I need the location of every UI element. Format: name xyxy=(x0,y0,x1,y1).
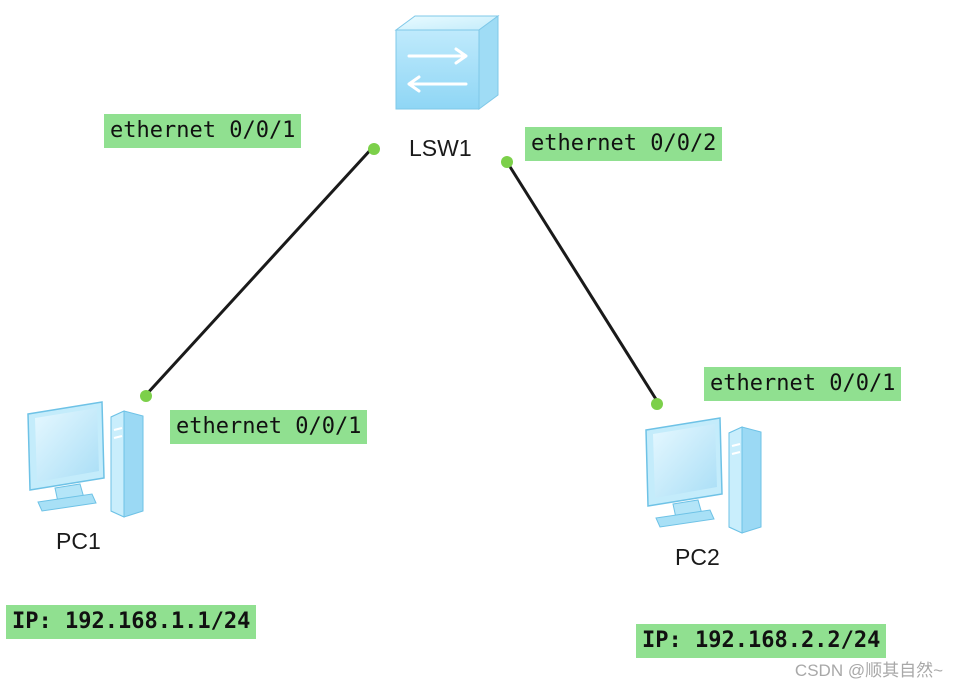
port-dot-lsw1-e002 xyxy=(501,156,513,168)
link-lsw1-pc1 xyxy=(143,144,376,398)
pc-icon[interactable] xyxy=(27,401,144,518)
port-label-pc2-e001: ethernet 0/0/1 xyxy=(704,367,902,401)
switch-icon[interactable] xyxy=(394,15,500,110)
port-label-lsw1-e001: ethernet 0/0/1 xyxy=(104,114,302,148)
port-dot-pc1-e001 xyxy=(140,390,152,402)
port-dot-lsw1-e001 xyxy=(368,143,380,155)
pc1-ip-label: IP: 192.168.1.1/24 xyxy=(6,605,257,639)
pc1-name: PC1 xyxy=(56,528,101,554)
port-label-lsw1-e002: ethernet 0/0/2 xyxy=(525,127,723,161)
watermark: CSDN @顺其自然~ xyxy=(794,661,943,680)
switch-name: LSW1 xyxy=(409,135,472,161)
link-lsw1-pc2 xyxy=(505,161,661,405)
port-dot-pc2-e001 xyxy=(651,398,663,410)
port-label-pc1-e001: ethernet 0/0/1 xyxy=(170,410,368,444)
pc2-ip-label: IP: 192.168.2.2/24 xyxy=(636,624,887,658)
pc2-name: PC2 xyxy=(675,544,720,570)
pc-icon[interactable] xyxy=(645,417,762,534)
